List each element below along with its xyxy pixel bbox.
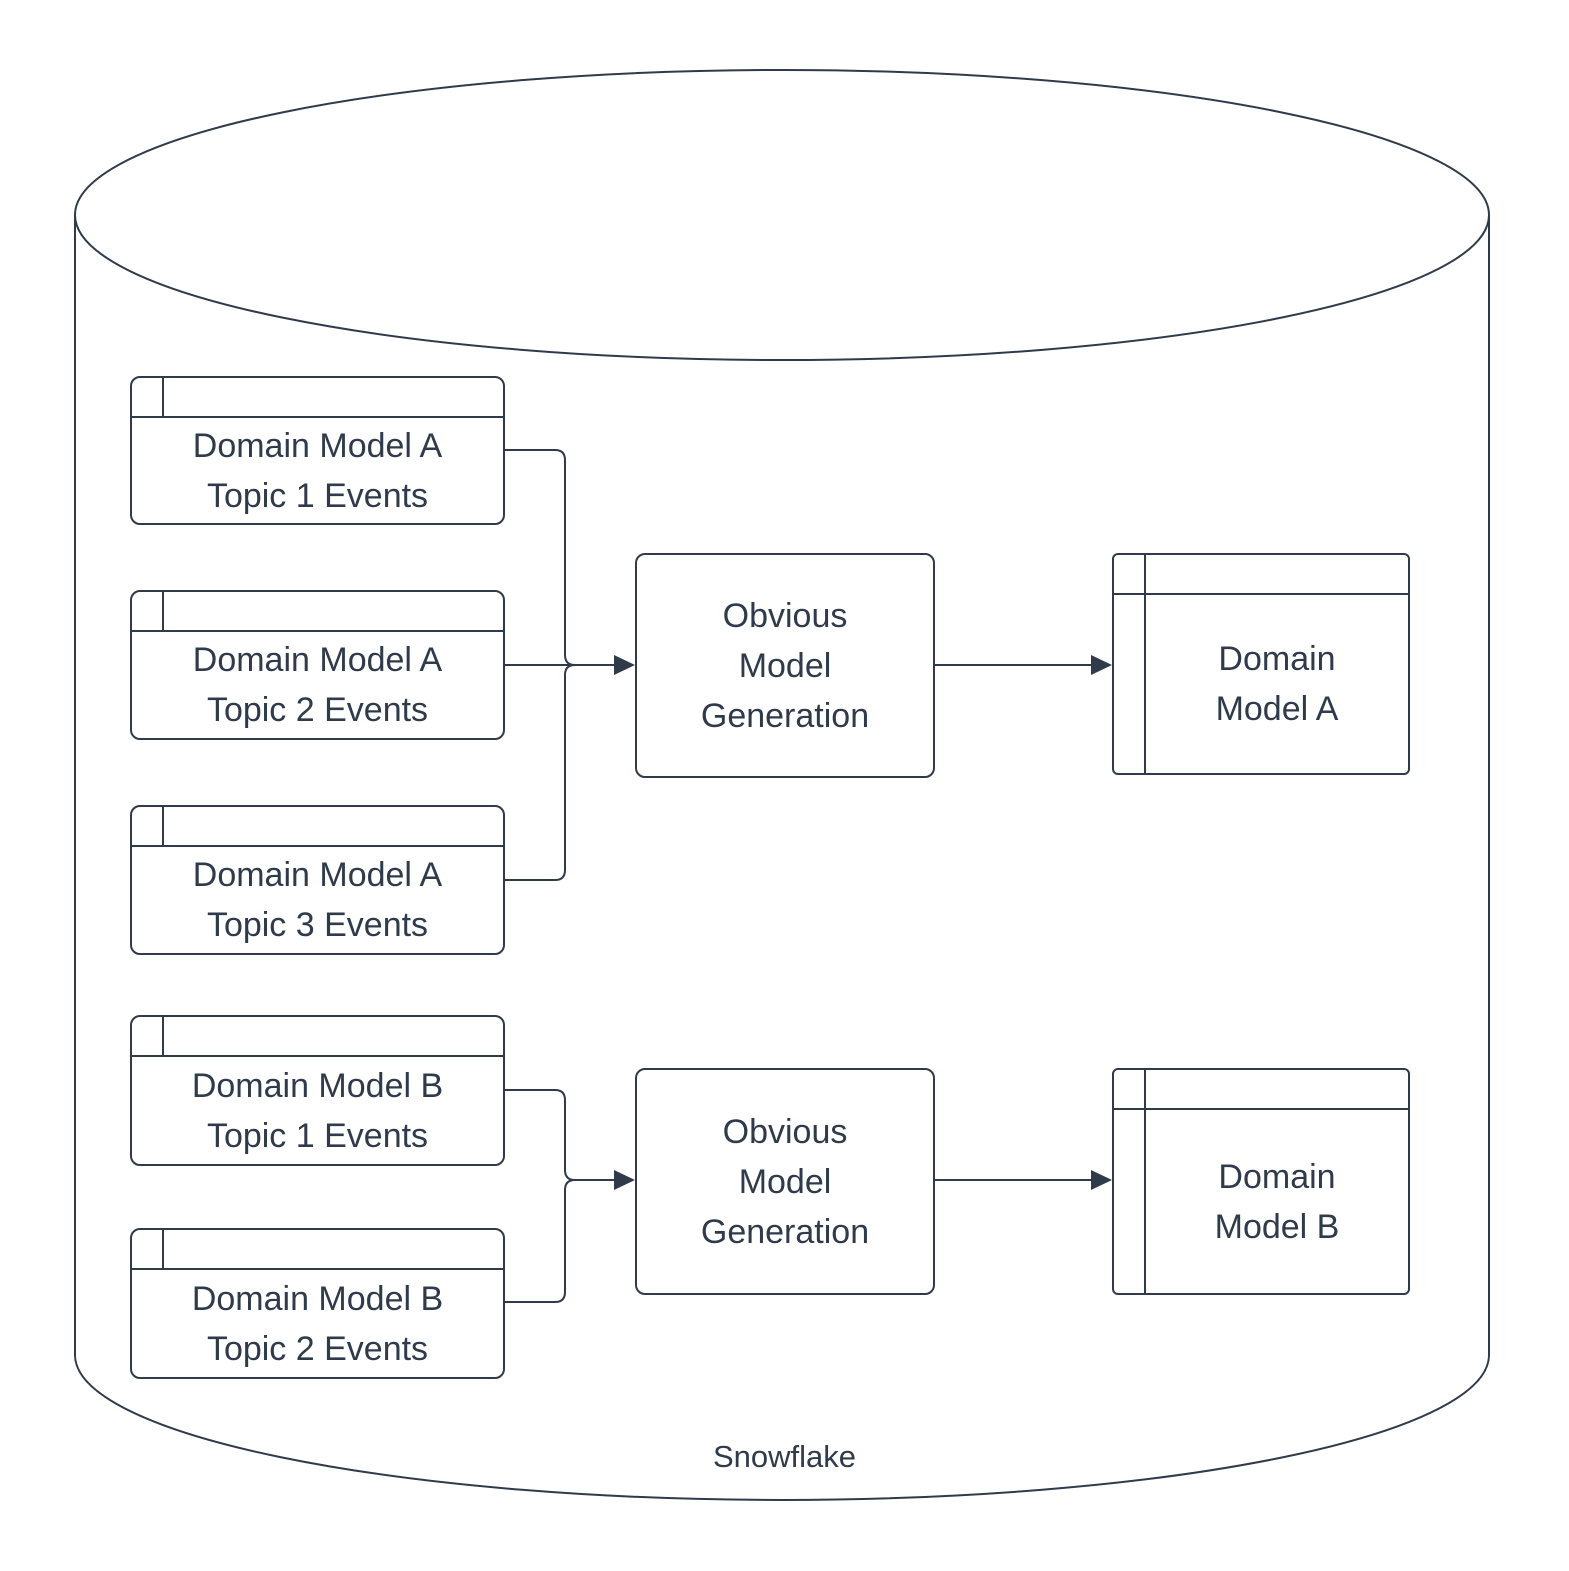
process-label: Obvious Model Generation (700, 1112, 870, 1251)
table-label: Domain Model B Topic 2 Events (191, 1279, 444, 1368)
table-label: Domain Model A (1215, 640, 1339, 728)
arrowhead-output-a-input (1091, 655, 1112, 675)
cylinder-top-ellipse (74, 69, 1490, 361)
arrowhead-output-b-input (1091, 1170, 1112, 1190)
arrowhead-process-b-input (614, 1170, 635, 1190)
connector-table-b1-to-process-b (505, 1089, 618, 1181)
connector-table-b2-to-process-b (505, 1179, 618, 1303)
cylinder-label: Snowflake (712, 1439, 857, 1474)
table-label: Domain Model A Topic 3 Events (192, 856, 443, 944)
process-obvious-model-generation-a: Obvious Model Generation (635, 553, 935, 778)
table-domain-model-b-topic-1-events: Domain Model B Topic 1 Events (130, 1015, 505, 1166)
cylinder-body (74, 215, 1490, 1501)
table-domain-model-b: Domain Model B (1112, 1068, 1410, 1295)
table-domain-model-a-topic-3-events: Domain Model A Topic 3 Events (130, 805, 505, 955)
connector-table-a1-to-process-a (505, 449, 618, 666)
table-label: Domain Model B Topic 1 Events (191, 1066, 444, 1155)
table-label: Domain Model B (1214, 1157, 1340, 1246)
process-label: Obvious Model Generation (700, 596, 870, 735)
table-domain-model-b-topic-2-events: Domain Model B Topic 2 Events (130, 1228, 505, 1379)
connector-table-a3-to-process-a (505, 664, 618, 881)
arrowhead-process-a-input (614, 655, 635, 675)
table-label: Domain Model A Topic 2 Events (192, 641, 443, 729)
process-obvious-model-generation-b: Obvious Model Generation (635, 1068, 935, 1295)
table-label: Domain Model A Topic 1 Events (192, 426, 443, 515)
table-domain-model-a-topic-2-events: Domain Model A Topic 2 Events (130, 590, 505, 740)
table-domain-model-a: Domain Model A (1112, 553, 1410, 775)
table-domain-model-a-topic-1-events: Domain Model A Topic 1 Events (130, 376, 505, 525)
